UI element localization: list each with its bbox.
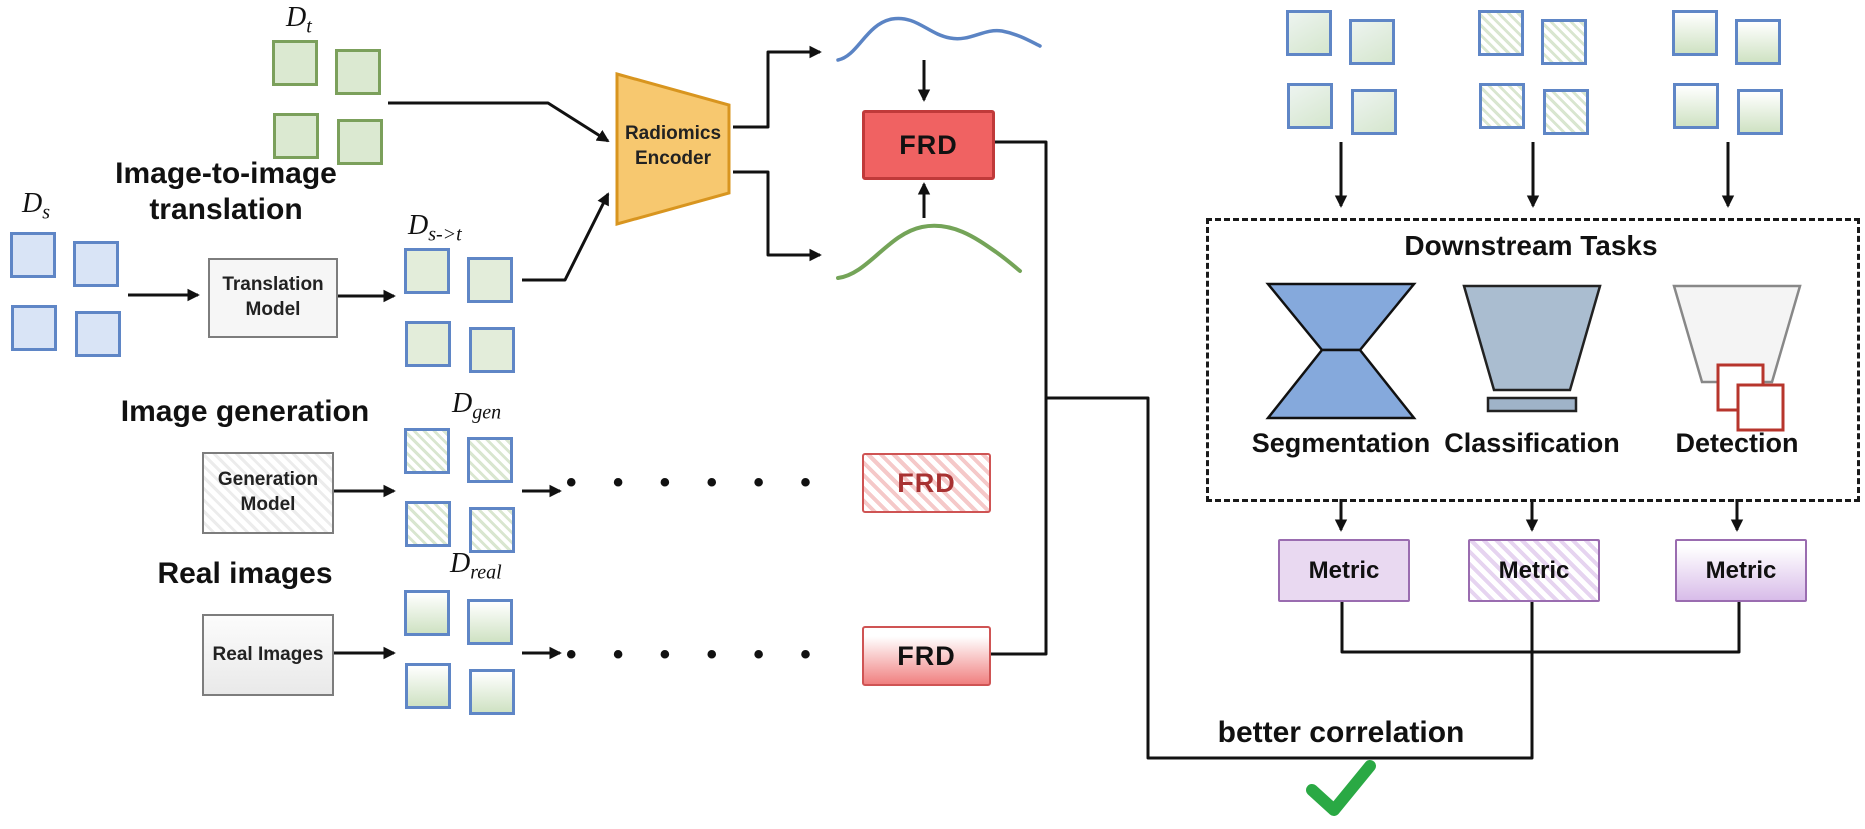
heading-real-images: Real images — [157, 557, 333, 590]
image-thumb — [405, 663, 451, 709]
classification-icon — [1462, 284, 1602, 413]
detection-icon — [1672, 284, 1802, 432]
real-images-box: Real Images — [202, 614, 334, 696]
image-thumb — [467, 257, 513, 303]
metric-box-detection: Metric — [1675, 539, 1807, 602]
task-label-classification: Classification — [1444, 428, 1620, 458]
label-dataset-dt: Dt — [286, 2, 312, 38]
image-thumb — [1351, 89, 1397, 135]
frd-label: FRD — [897, 640, 956, 671]
translation-model-box: Translation Model — [208, 258, 338, 338]
heading-line1: Image-to-image — [115, 157, 337, 190]
image-thumb — [467, 599, 513, 645]
translation-model-label: Translation Model — [222, 274, 324, 320]
distribution-curve-green — [836, 223, 1022, 280]
right-dataset-translated-squares — [1286, 10, 1398, 136]
image-thumb — [469, 507, 515, 553]
image-thumb — [404, 248, 450, 294]
label-dataset-ds: Ds — [22, 188, 51, 224]
checkmark-icon — [1306, 760, 1376, 816]
right-dataset-real-squares — [1672, 10, 1784, 136]
radiomics-encoder-shape — [615, 72, 731, 226]
dataset-dgen-squares — [404, 428, 516, 554]
frd-box-hatched: FRD — [862, 453, 991, 513]
metric-label: Metric — [1308, 556, 1380, 584]
image-thumb — [1479, 83, 1525, 129]
detection-bbox-front — [1736, 383, 1785, 432]
downstream-tasks-box — [1206, 218, 1860, 502]
image-thumb — [1541, 19, 1587, 65]
label-dataset-dgen: Dgen — [452, 388, 502, 424]
image-thumb — [405, 321, 451, 367]
downstream-tasks-title: Downstream Tasks — [1404, 230, 1658, 261]
radiomics-encoder-label: Radiomics Encoder — [624, 123, 722, 169]
frd-label: FRD — [897, 467, 956, 498]
image-thumb — [404, 428, 450, 474]
task-label-segmentation: Segmentation — [1251, 428, 1431, 458]
distribution-curve-blue — [836, 16, 1042, 62]
dataset-dt-squares — [272, 40, 384, 166]
dataset-dreal-squares — [404, 590, 516, 716]
right-dataset-generated-squares — [1478, 10, 1590, 136]
image-thumb — [337, 119, 383, 165]
metric-label: Metric — [1498, 556, 1570, 584]
connector-arrows — [128, 45, 1744, 660]
frd-output-bracket — [989, 140, 1534, 760]
image-thumb — [1287, 83, 1333, 129]
heading-image-to-image-translation: Image-to-image translation — [96, 156, 356, 228]
image-thumb — [1735, 19, 1781, 65]
image-thumb — [272, 40, 318, 86]
image-thumb — [404, 590, 450, 636]
task-label-detection: Detection — [1675, 428, 1799, 458]
image-thumb — [335, 49, 381, 95]
dataset-dst-squares — [404, 248, 516, 374]
metric-label: Metric — [1705, 556, 1777, 584]
label-dataset-dreal: Dreal — [450, 548, 502, 584]
image-thumb — [1737, 89, 1783, 135]
label-dataset-dst: Ds->t — [408, 210, 462, 246]
image-thumb — [1673, 83, 1719, 129]
generation-model-label: Generation Model — [217, 469, 319, 515]
generation-model-box: Generation Model — [202, 452, 334, 534]
image-thumb — [1543, 89, 1589, 135]
better-correlation-label: better correlation — [1217, 716, 1465, 749]
image-thumb — [1478, 10, 1524, 56]
image-thumb — [10, 232, 56, 278]
real-images-label: Real Images — [212, 643, 324, 665]
dataset-ds-squares — [10, 232, 122, 358]
frd-box-gradient: FRD — [862, 626, 991, 686]
image-thumb — [273, 113, 319, 159]
image-thumb — [405, 501, 451, 547]
ellipsis-dots-row2: • • • • • • — [566, 638, 825, 671]
image-thumb — [75, 311, 121, 357]
heading-image-generation: Image generation — [120, 395, 370, 428]
metric-bracket — [1340, 600, 1741, 654]
frd-box-solid: FRD — [862, 110, 995, 180]
image-thumb — [1349, 19, 1395, 65]
image-thumb — [1672, 10, 1718, 56]
ellipsis-dots-row1: • • • • • • — [566, 466, 825, 499]
metric-box-segmentation: Metric — [1278, 539, 1410, 602]
segmentation-icon — [1265, 282, 1417, 420]
image-thumb — [469, 327, 515, 373]
image-thumb — [1286, 10, 1332, 56]
image-thumb — [73, 241, 119, 287]
heading-line2: translation — [149, 193, 303, 226]
metric-box-classification: Metric — [1468, 539, 1600, 602]
image-thumb — [467, 437, 513, 483]
image-thumb — [11, 305, 57, 351]
image-thumb — [469, 669, 515, 715]
frd-label: FRD — [899, 129, 958, 160]
